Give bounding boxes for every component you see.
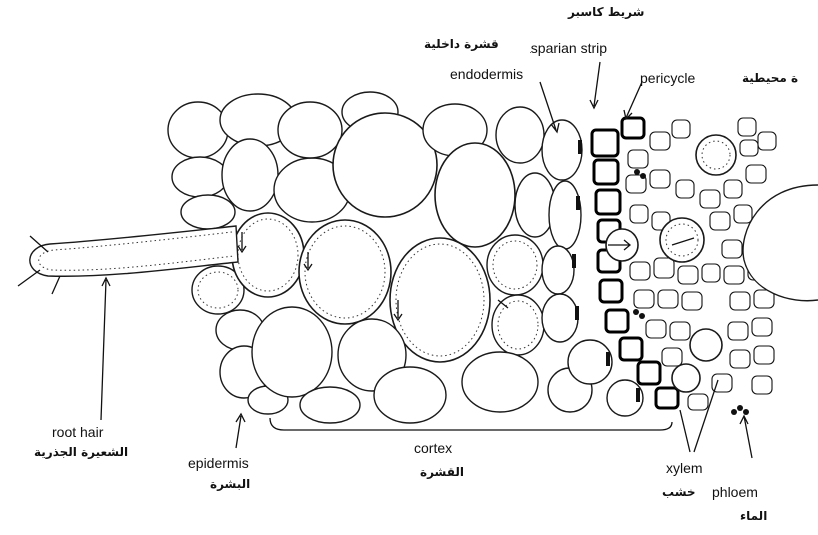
root-hair-label-en: root hair — [52, 424, 103, 440]
epidermis-label-en: epidermis — [188, 455, 249, 471]
phloem-label-ar: الماء — [740, 508, 767, 524]
casparian-strip-label-en: casparian strip — [530, 40, 690, 56]
stele-center-edge — [743, 185, 818, 301]
root-hair-label-ar: الشعيرة الجذرية — [34, 444, 128, 460]
xylem-label-en: xylem — [666, 460, 703, 476]
cortex-label-ar: القشرة — [420, 464, 464, 480]
endodermis-label-ar: قشرة داخلية — [424, 36, 499, 52]
endodermis-label-en: endodermis — [450, 66, 523, 82]
xylem-label-ar: خشب — [662, 484, 696, 500]
casparian-strip-label-ar: شريط كاسبر — [568, 4, 644, 20]
epidermis-label-ar: البشرة — [210, 476, 250, 492]
casparian-strip-label-en-text: casparian strip — [530, 40, 607, 56]
cortex-label-en: cortex — [414, 440, 452, 456]
phloem-label-en: phloem — [712, 484, 758, 500]
pericycle-label-ar: ة محيطية — [742, 70, 798, 86]
pericycle-label-en: pericycle — [640, 70, 695, 86]
